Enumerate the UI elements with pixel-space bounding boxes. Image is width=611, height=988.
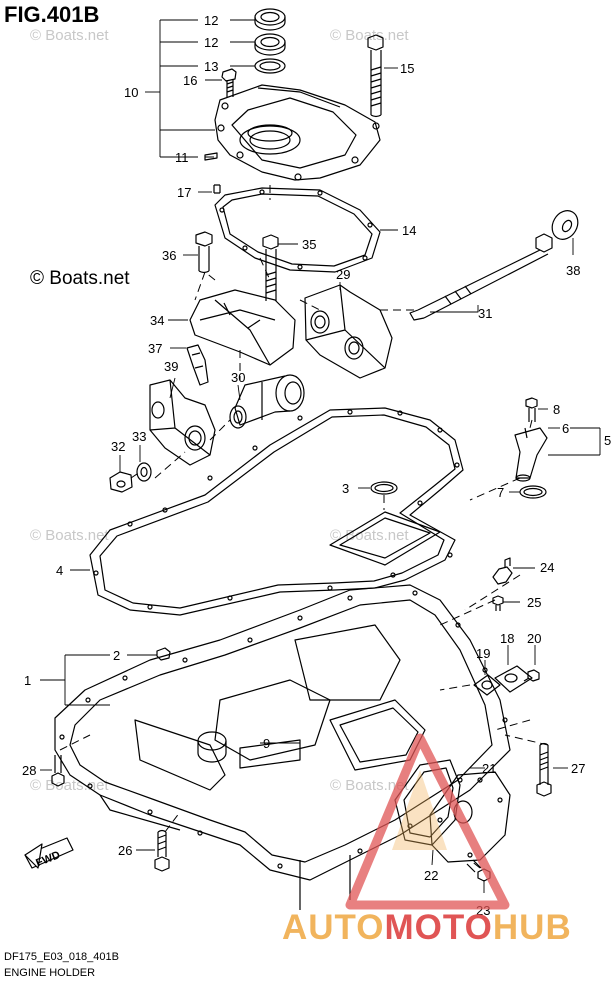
callout-13: 13 — [204, 59, 218, 74]
copyright-notice: © Boats.net — [30, 268, 130, 289]
watermark-text: © Boats.net — [30, 527, 109, 544]
callout-16: 16 — [183, 73, 197, 88]
gasket-4 — [89, 407, 464, 616]
callout-21: 21 — [482, 761, 496, 776]
callout-3: 3 — [342, 481, 349, 496]
watermark-text: © Boats.net — [30, 27, 109, 44]
nut-32 — [109, 471, 133, 493]
dowel-11 — [204, 152, 218, 161]
callout-11: 11 — [175, 150, 189, 165]
callout-14: 14 — [402, 223, 416, 238]
holder-34 — [189, 289, 296, 366]
callout-4: 4 — [56, 563, 63, 578]
callout-2: 2 — [113, 648, 120, 663]
callout-26: 26 — [118, 843, 132, 858]
callout-19: 19 — [476, 646, 490, 661]
oil-seal-12b — [254, 33, 286, 56]
callout-10: 10 — [124, 85, 138, 100]
figure-title: FIG.401B — [4, 2, 100, 27]
watermark-text: © Boats.net — [30, 777, 109, 794]
bolt-28 — [51, 755, 65, 787]
callout-7: 7 — [497, 485, 504, 500]
o-ring-3 — [370, 481, 398, 495]
bolt-35 — [262, 234, 279, 301]
plug-2 — [156, 647, 171, 661]
callout-labels: 12 12 13 10 16 15 11 17 14 36 35 38 29 3… — [22, 13, 611, 918]
bolt-15 — [367, 34, 384, 118]
elbow-6 — [514, 427, 548, 482]
bolt-26 — [154, 829, 170, 872]
callout-18: 18 — [500, 631, 514, 646]
watermark-text: © Boats.net — [330, 27, 409, 44]
logo-part-hub: HUB — [492, 908, 572, 947]
logo-part-moto: MOTO — [384, 908, 493, 947]
washer-33 — [136, 462, 152, 482]
o-ring-13 — [254, 58, 286, 74]
callout-9: 9 — [263, 736, 270, 751]
callout-38: 38 — [566, 263, 580, 278]
figure-code: DF175_E03_018_401B — [4, 951, 119, 963]
logo-part-auto: AUTO — [282, 908, 385, 947]
callout-27: 27 — [571, 761, 585, 776]
gasket-14 — [214, 187, 381, 273]
cover-plate-10 — [214, 84, 381, 181]
fwd-arrow — [24, 837, 74, 869]
callout-31: 31 — [478, 306, 492, 321]
callout-32: 32 — [111, 439, 125, 454]
callout-35: 35 — [302, 237, 316, 252]
callout-25: 25 — [527, 595, 541, 610]
callout-17: 17 — [177, 185, 191, 200]
pin-17 — [213, 184, 221, 194]
bolt-31 — [409, 233, 553, 321]
bolt-27 — [536, 742, 552, 797]
plate-18 — [494, 665, 533, 693]
bracket-39 — [149, 379, 216, 466]
callout-15: 15 — [400, 61, 414, 76]
o-ring-7 — [519, 485, 547, 499]
bolt-8 — [525, 397, 538, 422]
watermark-triangle-logo — [345, 733, 510, 910]
oil-seal-12a — [254, 8, 286, 31]
callout-36: 36 — [162, 248, 176, 263]
figure-caption: ENGINE HOLDER — [4, 967, 96, 979]
sensor-24 — [492, 557, 513, 585]
callout-37: 37 — [148, 341, 162, 356]
mount-rubber-30 — [229, 374, 305, 429]
callout-30: 30 — [231, 370, 245, 385]
bolt-20 — [523, 669, 540, 682]
callout-39: 39 — [164, 359, 178, 374]
callout-5: 5 — [604, 433, 611, 448]
washer-38 — [551, 210, 579, 240]
bolt-16 — [221, 68, 237, 98]
bolt-25 — [492, 595, 504, 611]
callout-1: 1 — [24, 673, 31, 688]
callout-6: 6 — [562, 421, 569, 436]
watermark-text: © Boats.net — [330, 777, 409, 794]
callout-24: 24 — [540, 560, 554, 575]
watermark-automotohub: AUTOMOTOHUB — [282, 908, 572, 948]
callout-29: 29 — [336, 267, 350, 282]
callout-28: 28 — [22, 763, 36, 778]
callout-12a: 12 — [204, 13, 218, 28]
callout-33: 33 — [132, 429, 146, 444]
callout-34: 34 — [150, 313, 164, 328]
callout-12b: 12 — [204, 35, 218, 50]
clip-37 — [186, 344, 209, 386]
callout-20: 20 — [527, 631, 541, 646]
bracket-29 — [304, 284, 393, 379]
oil-pan-1 — [54, 584, 511, 910]
callout-22: 22 — [424, 868, 438, 883]
callout-8: 8 — [553, 402, 560, 417]
bolt-36 — [195, 231, 213, 274]
